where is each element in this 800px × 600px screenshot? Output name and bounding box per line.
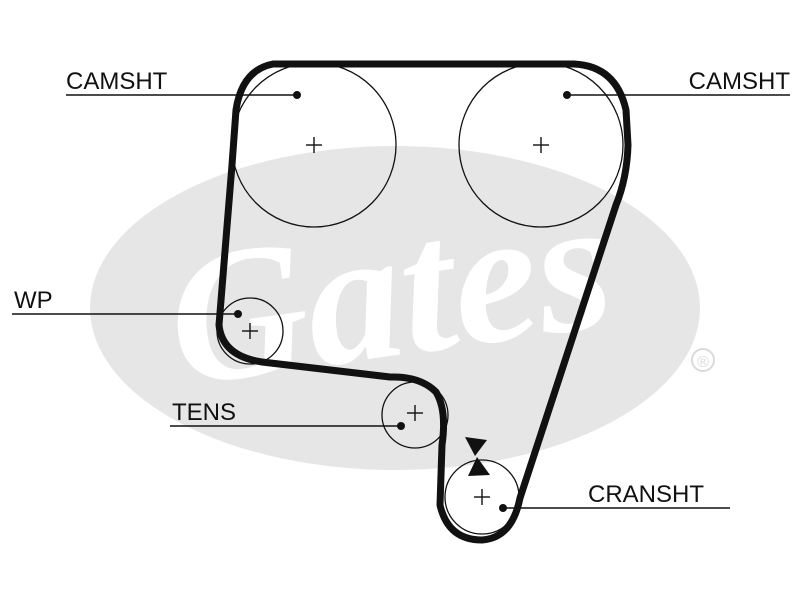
camshaft-right-point xyxy=(563,91,571,99)
plus-icon xyxy=(306,137,322,153)
camshaft-left-point xyxy=(293,91,301,99)
camshaft-left-label: CAMSHT xyxy=(66,68,168,95)
crankshaft-label: CRANSHT xyxy=(588,481,704,508)
registered-mark-ring xyxy=(691,348,715,372)
plus-icon xyxy=(407,405,423,421)
water-pump-point xyxy=(234,310,242,318)
plus-icon xyxy=(474,489,490,505)
plus-icon xyxy=(533,137,549,153)
water-pump-label: WP xyxy=(14,287,53,314)
arrow-pair-icon xyxy=(465,437,490,476)
plus-icon xyxy=(242,323,258,339)
tensioner-point xyxy=(397,422,405,430)
tensioner-label: TENS xyxy=(172,399,236,426)
crankshaft-point xyxy=(499,504,507,512)
timing-belt xyxy=(215,60,632,544)
camshaft-right-label: CAMSHT xyxy=(689,68,791,95)
registered-mark: ® xyxy=(697,354,709,371)
